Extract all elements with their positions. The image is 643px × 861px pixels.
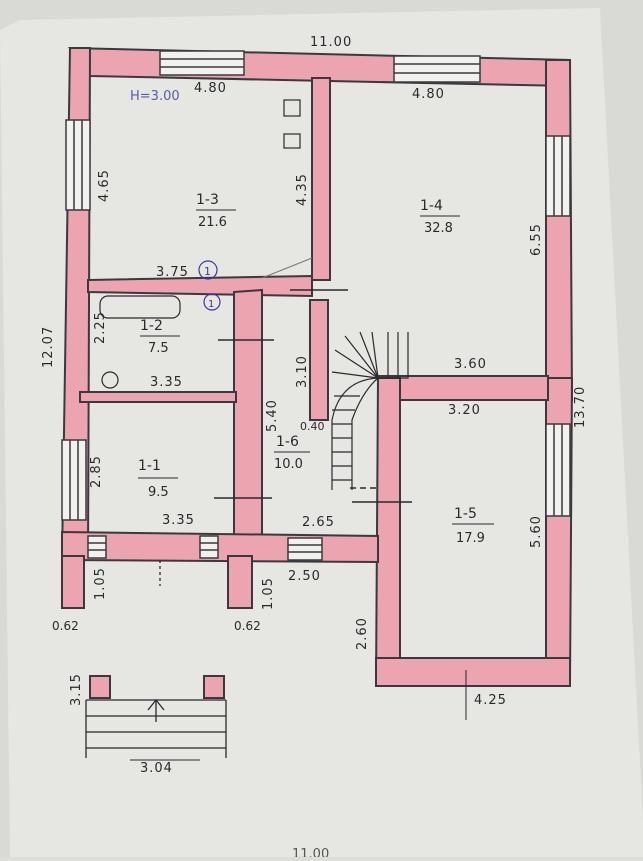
dimension-ticks (130, 670, 467, 761)
dim-310: 3.10 (295, 355, 310, 388)
marker-circle-a (198, 260, 218, 280)
dim-480-a: 4.80 (194, 81, 227, 96)
room-area-1-1: 9.5 (148, 485, 169, 500)
room-id-1-3: 1-3 (196, 192, 219, 208)
room-id-1-6: 1-6 (276, 434, 299, 450)
room-id-1-5: 1-5 (454, 506, 477, 522)
dim-480-b: 4.80 (412, 87, 445, 102)
dim-465: 4.65 (97, 169, 112, 202)
porch-post-right (203, 675, 225, 699)
room-area-1-5: 17.9 (456, 531, 485, 546)
dim-105-a: 1.05 (93, 567, 108, 600)
paper-sheet (0, 8, 643, 857)
wall-interior-center-top (311, 77, 331, 281)
marker-label-a: 1 (204, 265, 211, 278)
dim-315: 3.15 (69, 673, 84, 706)
staircase (331, 331, 409, 490)
porch-post-left (89, 675, 111, 699)
fixtures (99, 99, 301, 389)
ceiling-height-note: H=3.00 (130, 89, 180, 104)
wall-right-of-room-1-2 (233, 288, 263, 541)
porch-steps (85, 560, 227, 758)
dim-285: 2.85 (89, 455, 104, 488)
dim-335: 3.35 (150, 375, 183, 390)
dim-304: 3.04 (140, 761, 173, 776)
wall-left-room-1-5 (374, 377, 401, 687)
dim-250: 2.50 (288, 569, 321, 584)
dim-062-a: 0.62 (52, 619, 79, 633)
circle-markers (198, 260, 221, 311)
window-right-lower (545, 423, 571, 517)
window-hall-bottom (287, 537, 323, 561)
dim-overall-left-depth: 12.07 (41, 326, 56, 368)
marker-circle-b (203, 293, 221, 311)
room-id-1-1: 1-1 (138, 458, 161, 474)
window-top-right (393, 55, 481, 83)
wall-porch-left (61, 555, 85, 609)
dim-655: 6.55 (529, 223, 544, 256)
marker-label-b: 1 (208, 299, 214, 310)
window-right-upper (545, 135, 571, 217)
wall-interior-center-mid (309, 299, 329, 421)
stove-icon (283, 99, 301, 117)
wall-between-1-2-and-1-1 (79, 391, 237, 403)
dim-540: 5.40 (265, 399, 280, 432)
room-id-1-2: 1-2 (140, 318, 163, 334)
pencil-mark (261, 257, 313, 279)
dim-225: 2.25 (93, 311, 108, 344)
wall-below-room-1-4 (377, 375, 549, 401)
dimension-labels: 11.00 4.80 4.80 4.65 4.35 6.55 3.75 2.25… (41, 35, 588, 776)
room-area-1-4: 32.8 (424, 221, 453, 236)
room-area-1-6: 10.0 (274, 457, 303, 472)
doors (214, 289, 412, 503)
dim-335b: 3.35 (162, 513, 195, 528)
stair-outline-inner (351, 377, 379, 490)
dim-360: 3.60 (454, 357, 487, 372)
wall-bottom-room-1-5 (375, 657, 571, 687)
room-id-1-4: 1-4 (420, 198, 443, 214)
window-left-upper (65, 119, 91, 211)
bathtub (99, 295, 181, 319)
dim-320: 3.20 (448, 403, 481, 418)
window-porch-right (199, 535, 219, 559)
wall-bottom-hall (61, 530, 379, 564)
window-top-left (159, 50, 245, 76)
sink-icon (283, 133, 301, 149)
dim-375: 3.75 (156, 265, 189, 280)
page-bottom-dimension: 11.00 (292, 847, 329, 857)
dim-425: 4.25 (474, 693, 507, 708)
room-area-1-2: 7.5 (148, 341, 169, 356)
wall-right-upper (545, 59, 574, 402)
wall-below-room-1-3 (87, 274, 313, 298)
wall-porch-right (227, 555, 253, 609)
dim-overall-depth: 13.70 (573, 386, 588, 428)
boiler-icon (101, 371, 119, 389)
dim-260: 2.60 (355, 617, 370, 650)
dim-105-b: 1.05 (261, 577, 276, 610)
room-labels: 1-1 9.5 1-2 7.5 1-3 21.6 1-4 32.8 1-5 17… (138, 192, 494, 546)
window-porch-left (87, 535, 107, 559)
dim-overall-width: 11.00 (310, 35, 352, 50)
room-area-1-3: 21.6 (198, 215, 227, 230)
dim-560: 5.60 (529, 515, 544, 548)
dim-040: 0.40 (300, 420, 325, 433)
dim-435: 4.35 (295, 173, 310, 206)
dim-062-b: 0.62 (234, 619, 261, 633)
windows (61, 50, 571, 561)
window-left-lower (61, 439, 87, 521)
dim-265: 2.65 (302, 515, 335, 530)
